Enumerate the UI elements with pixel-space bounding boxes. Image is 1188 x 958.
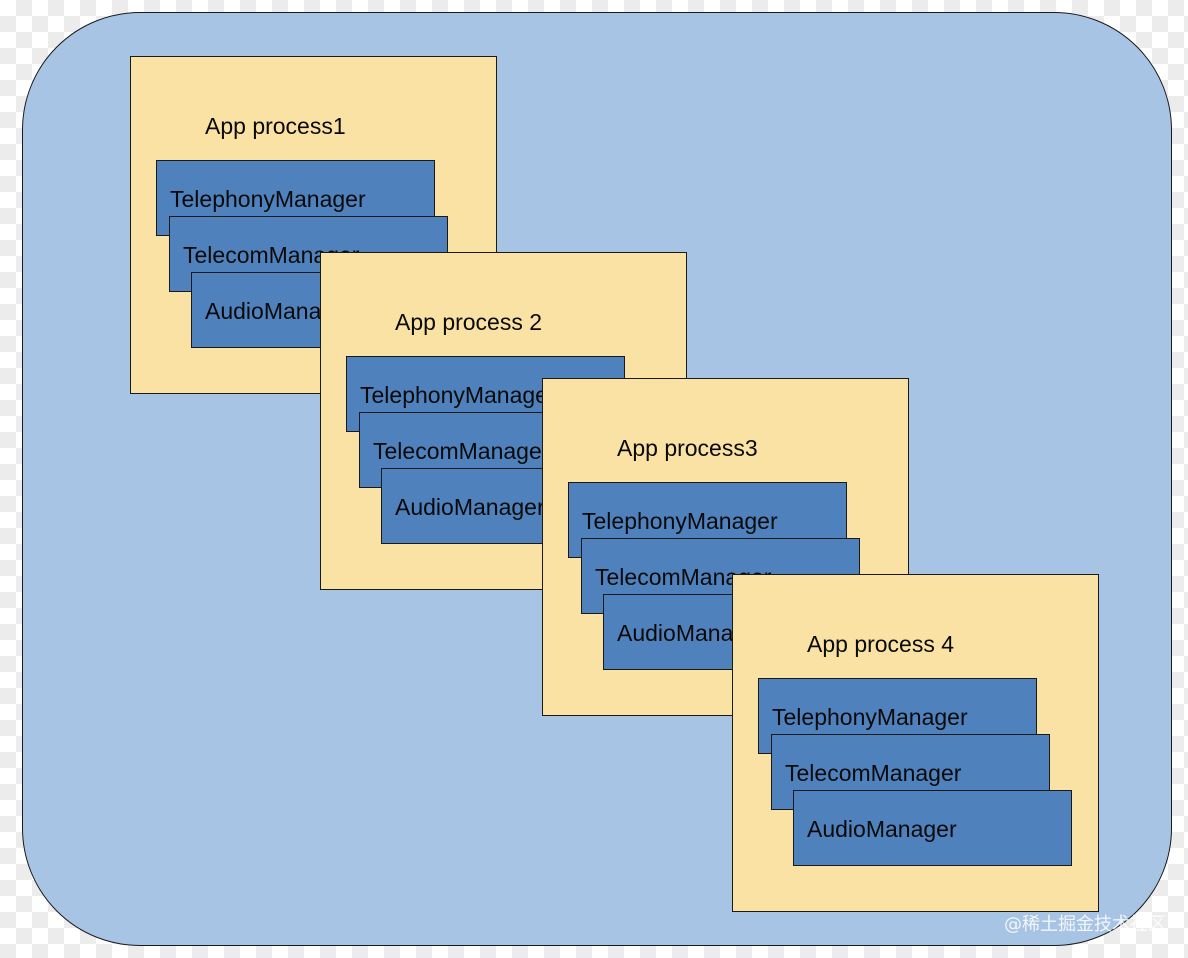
- manager-label: TelecomManager: [373, 438, 550, 464]
- manager-label: TelephonyManager: [360, 382, 556, 408]
- manager-label: AudioManager: [807, 816, 957, 842]
- manager-label: TelephonyManager: [582, 508, 778, 534]
- watermark: @稀土掘金技术社区: [1004, 914, 1166, 935]
- audio-manager-box: AudioManager: [793, 790, 1072, 866]
- manager-label: TelecomManager: [785, 760, 962, 786]
- manager-label: TelephonyManager: [772, 704, 968, 730]
- process-label: App process1: [205, 113, 346, 139]
- app-process-4: App process 4 TelephonyManager TelecomMa…: [732, 574, 1099, 912]
- process-label: App process3: [617, 435, 758, 461]
- manager-label: TelephonyManager: [170, 186, 366, 212]
- manager-label: AudioManager: [395, 494, 545, 520]
- process-label: App process 2: [395, 309, 543, 335]
- process-label: App process 4: [807, 631, 955, 657]
